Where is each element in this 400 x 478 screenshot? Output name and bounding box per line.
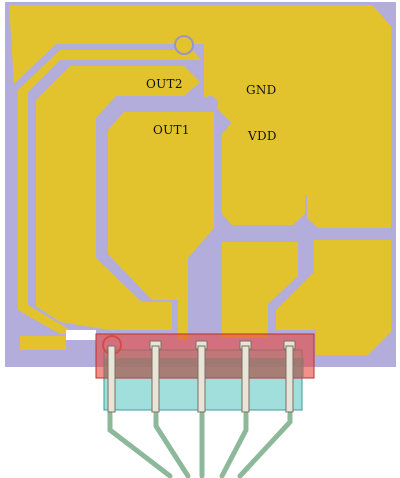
pin-3: [195, 340, 208, 413]
wire-5: [237, 411, 293, 478]
net-label-gnd: GND: [246, 83, 277, 97]
copper-pour-lower-mid: [222, 242, 298, 338]
net-label-out2: OUT2: [146, 77, 183, 91]
wire-4: [219, 411, 249, 478]
copper-pour-lower-right: [276, 240, 391, 355]
pin-1-lead: [107, 345, 116, 413]
wire-1: [107, 411, 173, 478]
copper-pours: [9, 5, 391, 355]
connector-pins: [102, 335, 296, 413]
copper-pour-corner: [20, 336, 66, 350]
pin-2-lead: [151, 345, 160, 413]
connector-wires: [107, 411, 293, 478]
pin-1: [102, 335, 122, 413]
wire-2: [153, 411, 191, 478]
node-gnd-junction: [202, 96, 218, 112]
copper-pour-vdd: [222, 120, 305, 225]
vias: [174, 35, 314, 240]
pin-5: [283, 340, 296, 413]
node-right-junction: [298, 224, 314, 240]
via-top: [174, 35, 194, 55]
pin-4-lead: [241, 345, 250, 413]
pin-3-lead: [197, 345, 206, 413]
pin-5-lead: [285, 345, 294, 413]
pin-4: [239, 340, 252, 413]
copper-pour-left: [36, 66, 200, 330]
copper-strip-outer: [18, 50, 200, 334]
copper-pour-out1: [108, 112, 214, 340]
board-notch: [66, 330, 96, 340]
net-label-out1: OUT1: [153, 123, 190, 137]
pin-2: [149, 340, 162, 413]
net-label-vdd: VDD: [247, 129, 277, 143]
